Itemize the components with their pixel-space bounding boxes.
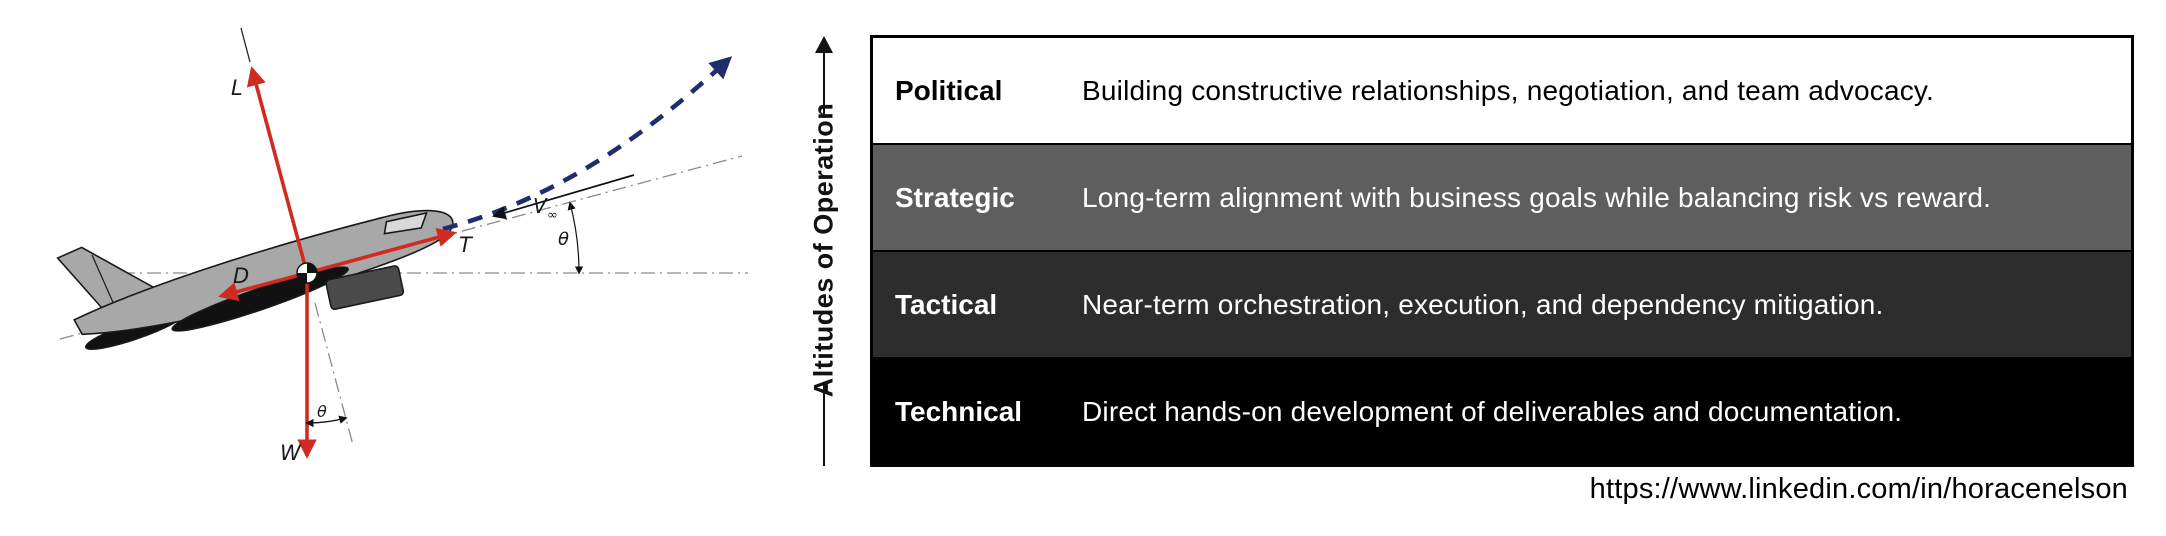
- row-description: Long-term alignment with business goals …: [1082, 181, 1992, 213]
- drag-label: D: [233, 264, 249, 288]
- thrust-arrow: [306, 227, 457, 275]
- row-label: Political: [895, 74, 1003, 106]
- theta-label-weight: θ: [317, 402, 327, 421]
- table-row-strategic: Strategic Long-term alignment with busin…: [873, 145, 2131, 252]
- center-of-gravity-marker: [296, 262, 318, 284]
- table-row-technical: Technical Direct hands-on development of…: [873, 359, 2131, 464]
- cockpit-window: [383, 211, 428, 235]
- row-label: Technical: [895, 395, 1023, 427]
- thrust-label: T: [459, 233, 474, 257]
- lift-arrow: [246, 66, 309, 274]
- row-label: Tactical: [895, 288, 998, 320]
- weight-angle-arc: [305, 415, 348, 428]
- table-row-political: Political Building constructive relation…: [873, 38, 2131, 145]
- axis-label: Altitudes of Operation: [808, 102, 839, 398]
- lift-axis-upper-extension: [240, 27, 251, 63]
- aircraft-force-diagram: L D T W V ∞ θ θ: [56, 27, 748, 465]
- row-description: Direct hands-on development of deliverab…: [1082, 395, 1903, 427]
- row-label: Strategic: [895, 181, 1015, 213]
- engine: [325, 265, 405, 310]
- linkedin-url[interactable]: https://www.linkedin.com/in/horacenelson: [1589, 473, 2128, 505]
- airplane-illustration: [56, 209, 454, 351]
- theta-label-flightpath: θ: [558, 229, 569, 250]
- row-description: Near-term orchestration, execution, and …: [1082, 288, 1884, 320]
- velocity-label: V: [533, 194, 548, 218]
- altitudes-table: Political Building constructive relation…: [870, 35, 2134, 467]
- lift-axis-extension-line: [314, 302, 354, 446]
- table-row-tactical: Tactical Near-term orchestration, execut…: [873, 252, 2131, 359]
- trajectory-curve: [442, 56, 733, 232]
- lift-label: L: [231, 76, 243, 100]
- flight-path-angle-arc: [567, 201, 584, 275]
- axis-up-arrow-icon: [815, 36, 833, 53]
- velocity-arrow: [492, 174, 635, 220]
- drag-arrow: [218, 271, 308, 302]
- weight-label: W: [280, 441, 302, 465]
- velocity-infinity-subscript: ∞: [547, 208, 558, 223]
- row-description: Building constructive relationships, neg…: [1082, 74, 1935, 106]
- axis-line-lower: [823, 382, 825, 466]
- axis-line-upper: [823, 52, 825, 118]
